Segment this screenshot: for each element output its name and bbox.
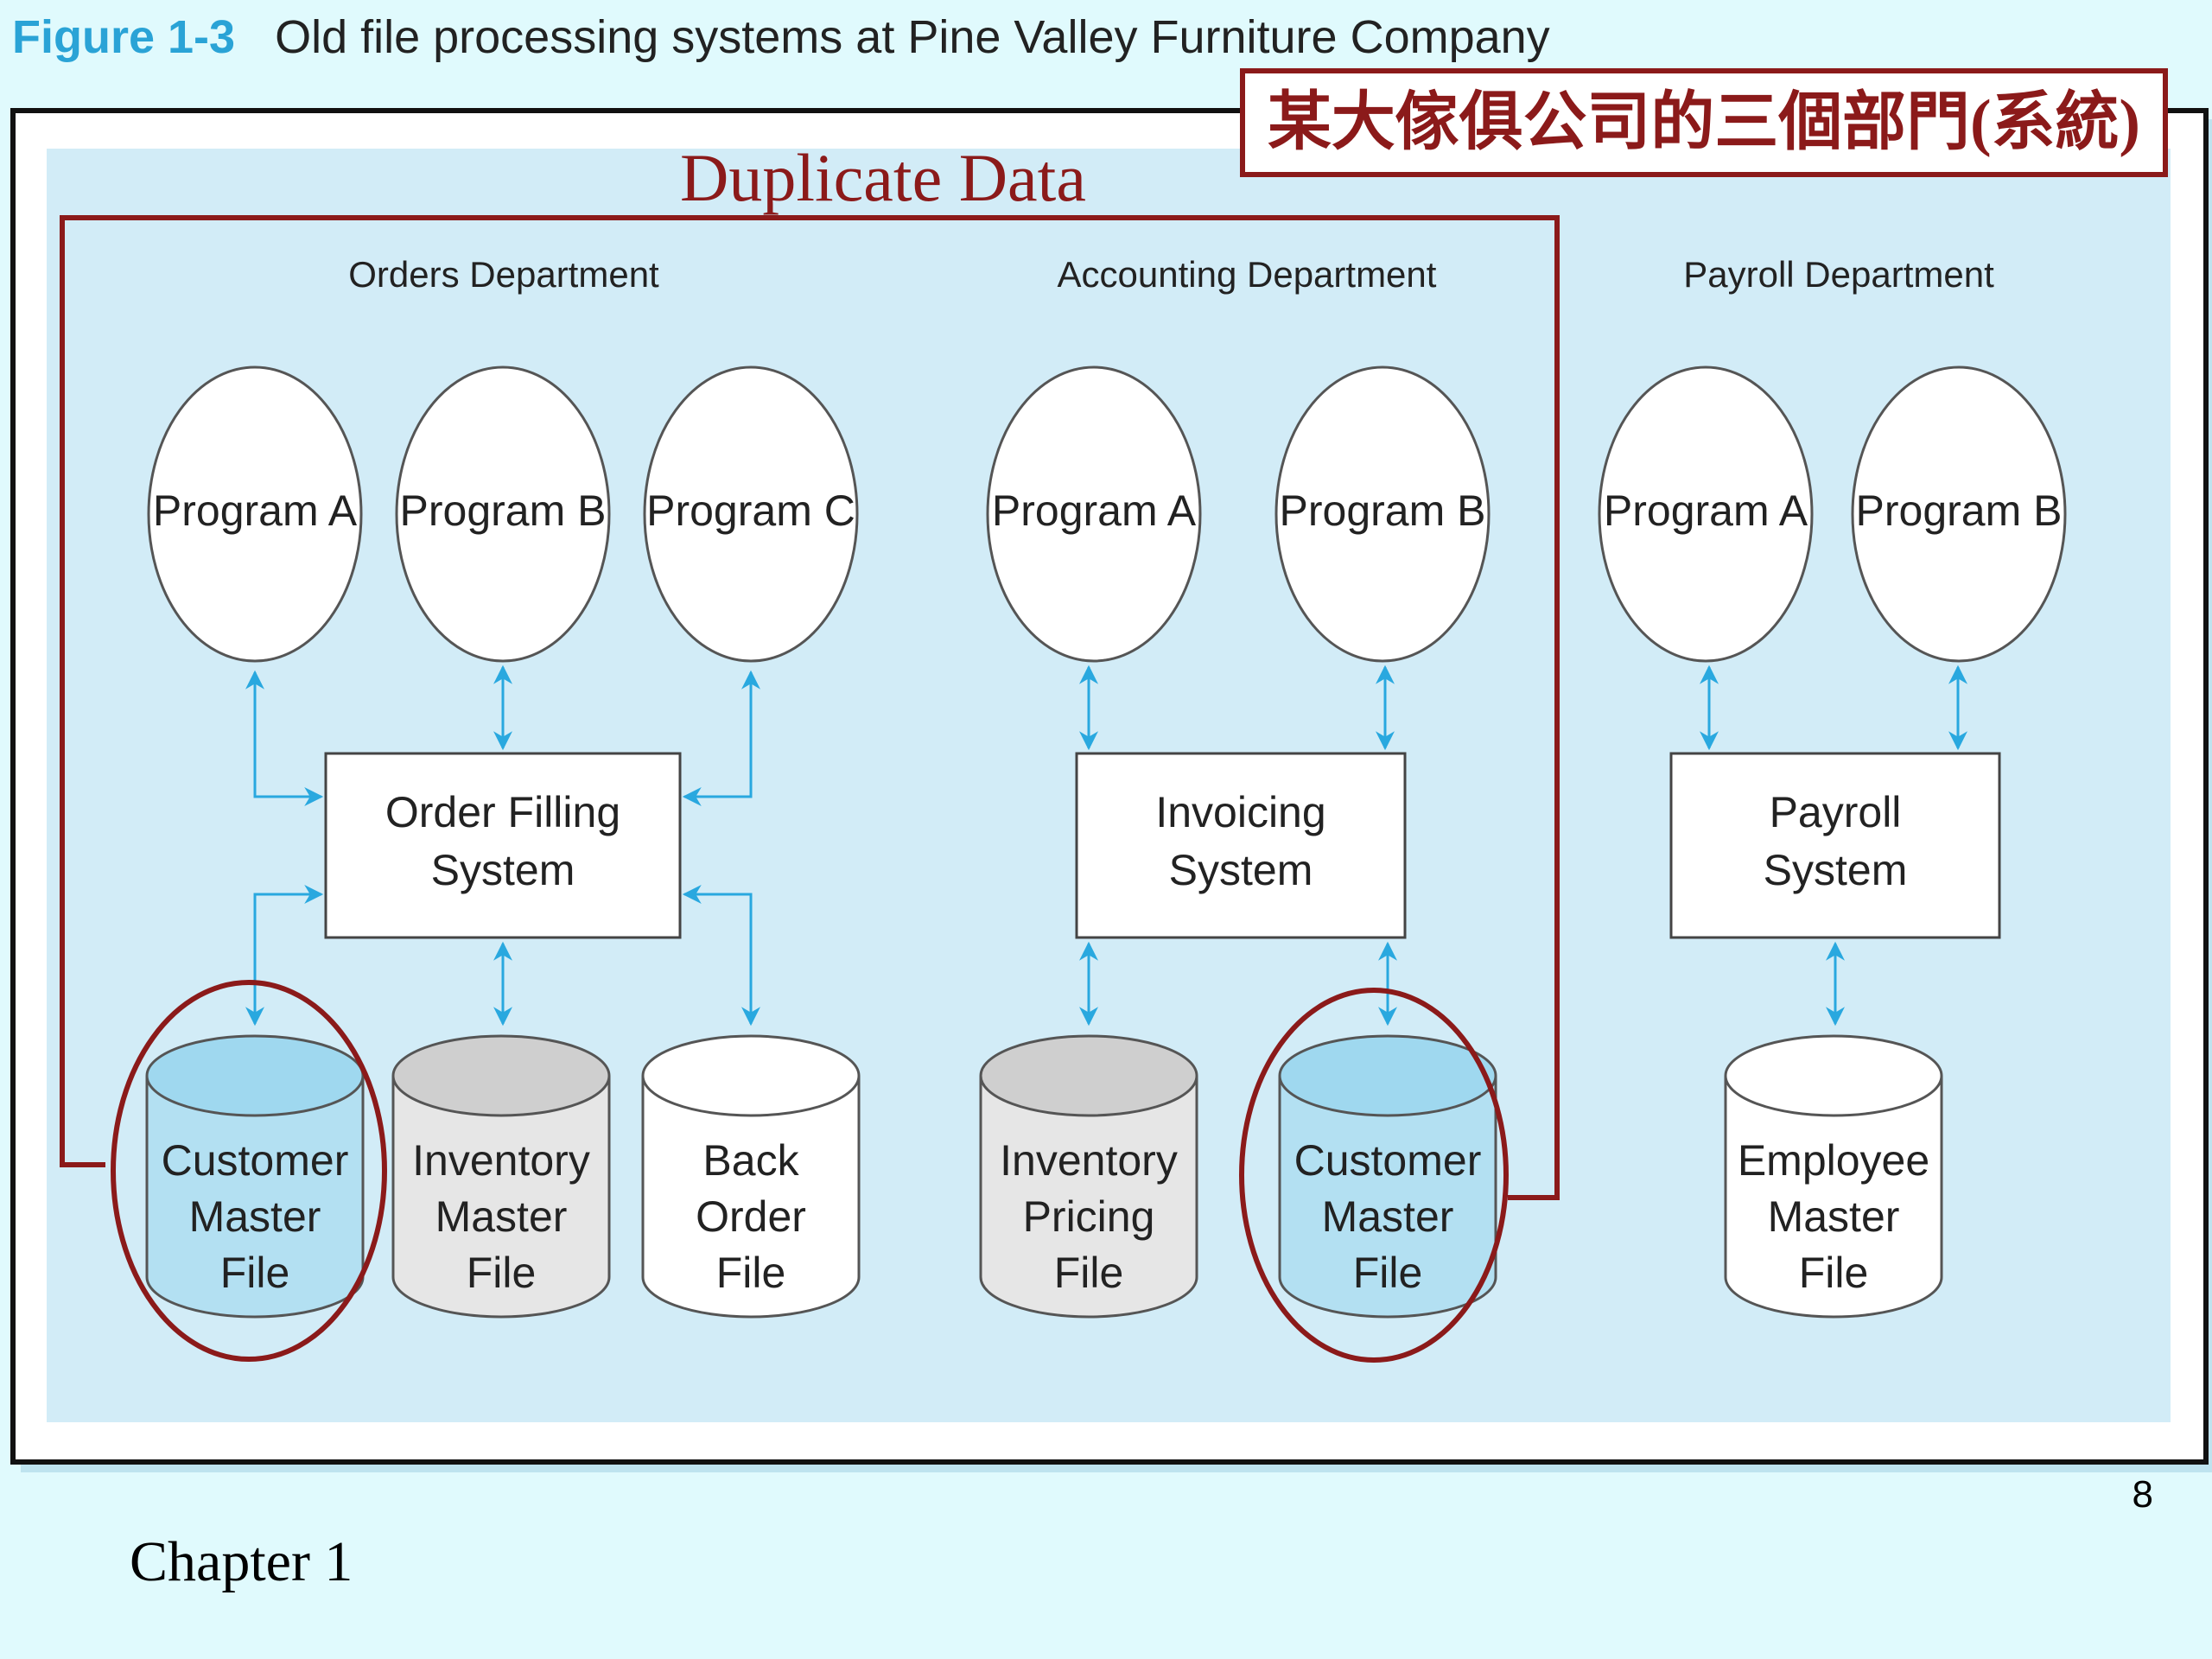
system-box-orders: Order Filling System xyxy=(324,752,682,939)
program-label: Program A xyxy=(1604,486,1808,535)
system-label-line: System xyxy=(1169,846,1313,894)
system-box-invoicing: Invoicing System xyxy=(1075,752,1407,939)
file-label-line: File xyxy=(716,1249,786,1297)
duplicate-data-label: Duplicate Data xyxy=(680,140,1086,215)
file-label-line: Order xyxy=(696,1192,806,1241)
file-label-line: Customer xyxy=(1294,1136,1482,1185)
file-label-line: File xyxy=(1054,1249,1124,1297)
program-label: Program C xyxy=(646,486,855,535)
dept-accounting-name: Accounting Department xyxy=(1058,254,1437,295)
file-label-line: Master xyxy=(1768,1192,1900,1241)
file-cylinder: Customer Master File xyxy=(145,1034,365,1319)
file-label-line: Master xyxy=(189,1192,321,1241)
program-node: Program B xyxy=(1851,365,2067,663)
file-label-line: File xyxy=(1353,1249,1423,1297)
file-label-line: Inventory xyxy=(412,1136,590,1185)
program-label: Program B xyxy=(400,486,607,535)
system-label-line: Invoicing xyxy=(1155,788,1325,836)
file-label-line: File xyxy=(220,1249,290,1297)
file-label-line: Master xyxy=(435,1192,568,1241)
program-node: Program A xyxy=(147,365,363,663)
duplicate-highlight-accounting xyxy=(1239,988,1509,1363)
file-label-line: Inventory xyxy=(1000,1136,1178,1185)
file-label-line: Employee xyxy=(1738,1136,1929,1185)
arrow-system-backorder-file xyxy=(682,885,760,1027)
system-label-line: System xyxy=(1764,846,1908,894)
duplicate-highlight-orders xyxy=(111,980,387,1362)
file-cylinder: Inventory Pricing File xyxy=(979,1034,1198,1319)
program-node: Program A xyxy=(1598,365,1814,663)
file-label-line: Customer xyxy=(162,1136,349,1185)
program-node: Program C xyxy=(643,365,859,663)
system-label-line: System xyxy=(431,846,575,894)
slide-number: 8 xyxy=(2132,1473,2153,1516)
program-node: Program B xyxy=(395,365,611,663)
chinese-label: 某大傢俱公司的三個部門(系統) xyxy=(1268,87,2140,158)
file-label-line: Master xyxy=(1322,1192,1454,1241)
dept-orders-name: Orders Department xyxy=(348,254,659,295)
file-label-line: File xyxy=(1799,1249,1869,1297)
file-cylinder: Employee Master File xyxy=(1724,1034,1943,1319)
chapter-footer: Chapter 1 xyxy=(130,1530,353,1593)
chinese-label-box xyxy=(1240,68,2168,177)
figure-caption: Old file processing systems at Pine Vall… xyxy=(275,11,1550,63)
program-label: Program A xyxy=(153,486,358,535)
arrow-program-c-system xyxy=(682,670,760,806)
file-label-line: File xyxy=(467,1249,537,1297)
program-label: Program B xyxy=(1856,486,2063,535)
file-label-line: Back xyxy=(702,1136,799,1185)
file-label-line: Pricing xyxy=(1023,1192,1155,1241)
programs: Program A Program B Program C Program A … xyxy=(147,365,2067,663)
program-label: Program A xyxy=(992,486,1197,535)
program-node: Program B xyxy=(1274,365,1491,663)
system-box-payroll: Payroll System xyxy=(1669,752,2001,939)
program-label: Program B xyxy=(1280,486,1486,535)
figure-number: Figure 1-3 xyxy=(12,11,236,63)
program-node: Program A xyxy=(986,365,1202,663)
file-cylinder: Customer Master File xyxy=(1278,1034,1497,1319)
duplicate-data-bracket xyxy=(60,215,1560,1200)
arrow-program-a-system xyxy=(245,670,324,806)
system-label-line: Payroll xyxy=(1770,788,1902,836)
dept-payroll-name: Payroll Department xyxy=(1683,254,1994,295)
file-cylinder: Back Order File xyxy=(641,1034,861,1319)
file-cylinder: Inventory Master File xyxy=(391,1034,611,1319)
figure-title: Figure 1-3 Old file processing systems at… xyxy=(12,10,1550,64)
system-label-line: Order Filling xyxy=(385,788,620,836)
